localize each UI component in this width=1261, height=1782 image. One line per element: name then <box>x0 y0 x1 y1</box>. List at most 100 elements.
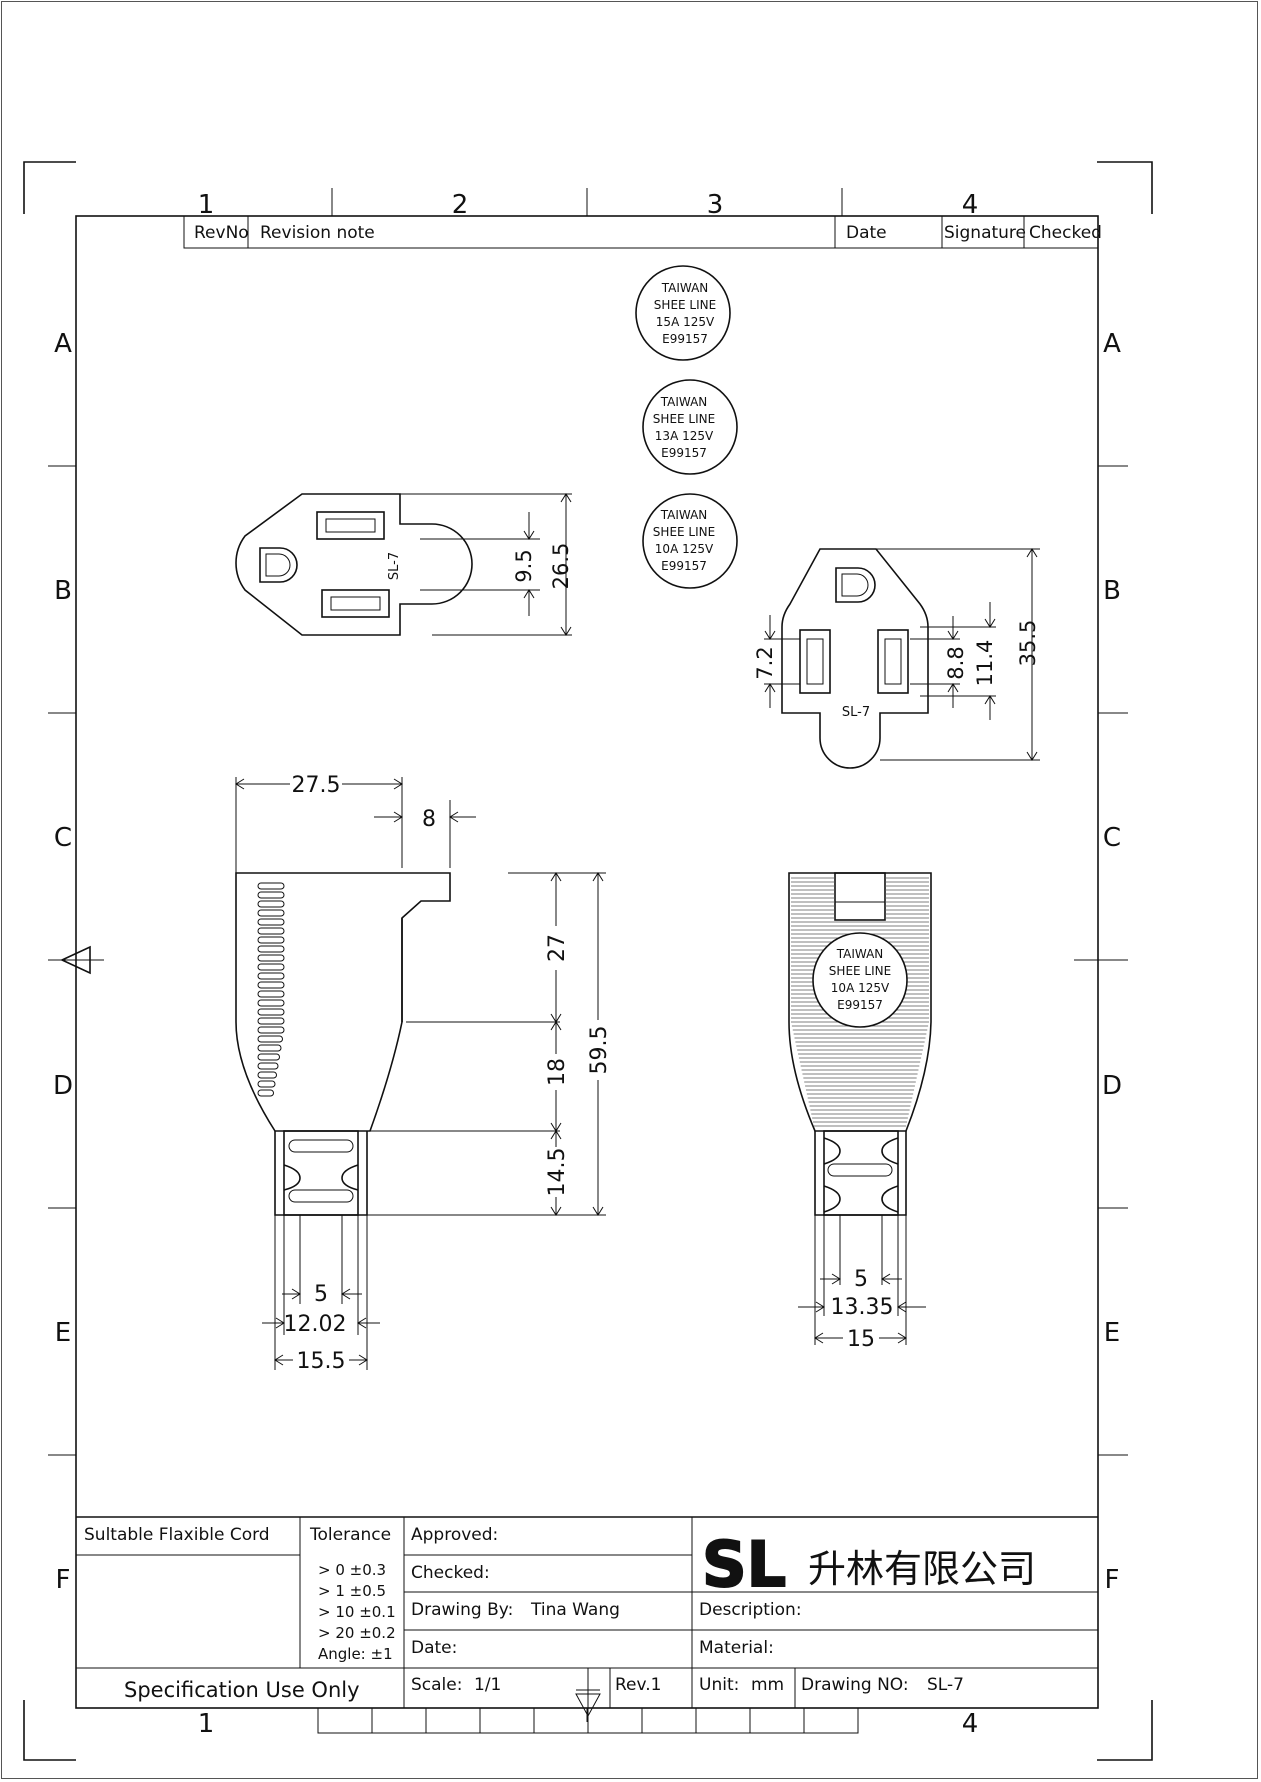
cord-label: Sultable Flaxible Cord <box>84 1525 270 1545</box>
tolerance-5: Angle: ±1 <box>318 1645 393 1663</box>
grip-rib <box>257 1035 283 1043</box>
zone-labels: 1 2 3 4 A B C D E F A B C D E F <box>53 190 1122 1595</box>
rev-no-header: RevNo <box>194 223 249 243</box>
tolerance-3: > 10 ±0.1 <box>318 1603 396 1621</box>
grip-rib <box>257 891 285 899</box>
grip-rib <box>257 990 285 998</box>
rev-note-header: Revision note <box>260 223 375 243</box>
side-view: 27.5 8 27 18 14.5 59.5 5 12.02 15.5 <box>235 773 612 1374</box>
dim-side-h1: 27 <box>545 934 570 962</box>
label-2-line-1: TAIWAN <box>660 395 708 409</box>
grip-rib <box>257 918 285 926</box>
dim-left-slot: 9.5 <box>512 549 536 582</box>
front-view: TAIWAN SHEE LINE 10A 125V E99157 5 13.35… <box>788 872 932 1352</box>
label-3-line-2: SHEE LINE <box>653 525 715 539</box>
face-view-left: SL-7 9.5 26.5 <box>235 493 573 636</box>
face-view-right: SL-7 7.2 8.8 11.4 35.5 <box>753 548 1040 769</box>
approved-label: Approved: <box>411 1525 498 1545</box>
left-face-model-mark: SL-7 <box>387 552 402 580</box>
grip-rib <box>257 1008 285 1016</box>
dim-side-mid: 12.02 <box>284 1312 347 1337</box>
row-b-right: B <box>1103 576 1121 606</box>
grip-rib <box>257 927 285 935</box>
bottom-strip: 1 4 <box>198 1707 979 1739</box>
grip-rib <box>257 1089 274 1097</box>
label-1-line-3: 15A 125V <box>656 315 715 329</box>
label-3-line-1: TAIWAN <box>660 508 708 522</box>
unit-value: mm <box>751 1675 784 1695</box>
grip-rib <box>257 972 285 980</box>
dim-left-height: 26.5 <box>549 543 573 590</box>
tolerance-title: Tolerance <box>309 1525 391 1545</box>
bottom-col-4: 4 <box>962 1709 979 1739</box>
spec-note: Specification Use Only <box>124 1678 360 1702</box>
front-label-line-4: E99157 <box>837 998 883 1012</box>
dim-right-inner: 8.8 <box>944 646 968 679</box>
col-3-label: 3 <box>707 190 724 220</box>
dim-side-h2: 18 <box>545 1058 570 1086</box>
row-b-left: B <box>54 576 72 606</box>
row-c-left: C <box>54 823 72 853</box>
label-1-line-2: SHEE LINE <box>654 298 716 312</box>
title-block: Sultable Flaxible Cord Tolerance Approve… <box>76 1516 1098 1722</box>
label-2-line-4: E99157 <box>661 446 707 460</box>
dim-right-outer: 11.4 <box>973 640 997 687</box>
drawing-no-label: Drawing NO: <box>801 1675 909 1695</box>
grip-rib <box>257 963 285 971</box>
date-label: Date: <box>411 1638 457 1658</box>
front-hatching <box>791 877 929 1127</box>
grip-rib <box>257 1062 279 1070</box>
grip-rib <box>257 1044 282 1052</box>
row-a-right: A <box>1103 329 1121 359</box>
unit-label: Unit: <box>699 1675 739 1695</box>
grip-rib <box>257 1026 285 1034</box>
row-a-left: A <box>54 329 72 359</box>
row-e-left: E <box>55 1318 71 1348</box>
zone-ticks <box>48 188 1128 1722</box>
dim-front-mid: 13.35 <box>831 1295 894 1320</box>
material-label: Material: <box>699 1638 774 1658</box>
grip-rib <box>257 909 285 917</box>
row-e-right: E <box>1104 1318 1120 1348</box>
grip-rib <box>257 999 285 1007</box>
grip-rib <box>257 981 285 989</box>
scale-label: Scale: <box>411 1675 462 1695</box>
tolerance-4: > 20 ±0.2 <box>318 1624 396 1642</box>
rev-label: Rev.1 <box>615 1675 661 1695</box>
dim-right-slot: 7.2 <box>753 646 777 679</box>
right-face-model-mark: SL-7 <box>842 705 870 720</box>
grip-rib <box>257 882 285 890</box>
tolerance-1: > 0 ±0.3 <box>318 1561 386 1579</box>
company-logo: SL <box>702 1528 786 1601</box>
row-d-right: D <box>1102 1071 1122 1101</box>
grip-rib <box>257 1053 280 1061</box>
grip-rib <box>257 1080 276 1088</box>
dim-right-width: 35.5 <box>1016 620 1040 667</box>
rev-checked-header: Checked <box>1029 223 1102 243</box>
drawing-frame <box>75 215 1099 1709</box>
drawer-name: Tina Wang <box>530 1600 620 1620</box>
rating-labels: TAIWAN SHEE LINE 15A 125V E99157 TAIWAN … <box>635 265 738 589</box>
col-2-label: 2 <box>452 190 469 220</box>
label-2-line-3: 13A 125V <box>655 429 714 443</box>
col-1-label: 1 <box>198 190 215 220</box>
side-grip-ribs <box>257 882 285 1097</box>
grip-rib <box>257 936 285 944</box>
label-3-line-3: 10A 125V <box>655 542 714 556</box>
dim-front-inner: 5 <box>854 1267 868 1292</box>
grip-rib <box>257 945 285 953</box>
bottom-col-1: 1 <box>198 1709 215 1739</box>
drawing-no-value: SL-7 <box>927 1675 964 1695</box>
description-label: Description: <box>699 1600 802 1620</box>
label-3-line-4: E99157 <box>661 559 707 573</box>
scale-value: 1/1 <box>474 1675 501 1695</box>
dim-side-outer: 15.5 <box>297 1349 346 1374</box>
company-name: 升林有限公司 <box>808 1547 1036 1591</box>
grip-rib <box>257 954 285 962</box>
checked-label: Checked: <box>411 1563 490 1583</box>
tolerance-2: > 1 ±0.5 <box>318 1582 386 1600</box>
revision-table: RevNo Revision note Date Signature Check… <box>183 215 1102 249</box>
row-f-right: F <box>1105 1565 1120 1595</box>
row-c-right: C <box>1103 823 1121 853</box>
